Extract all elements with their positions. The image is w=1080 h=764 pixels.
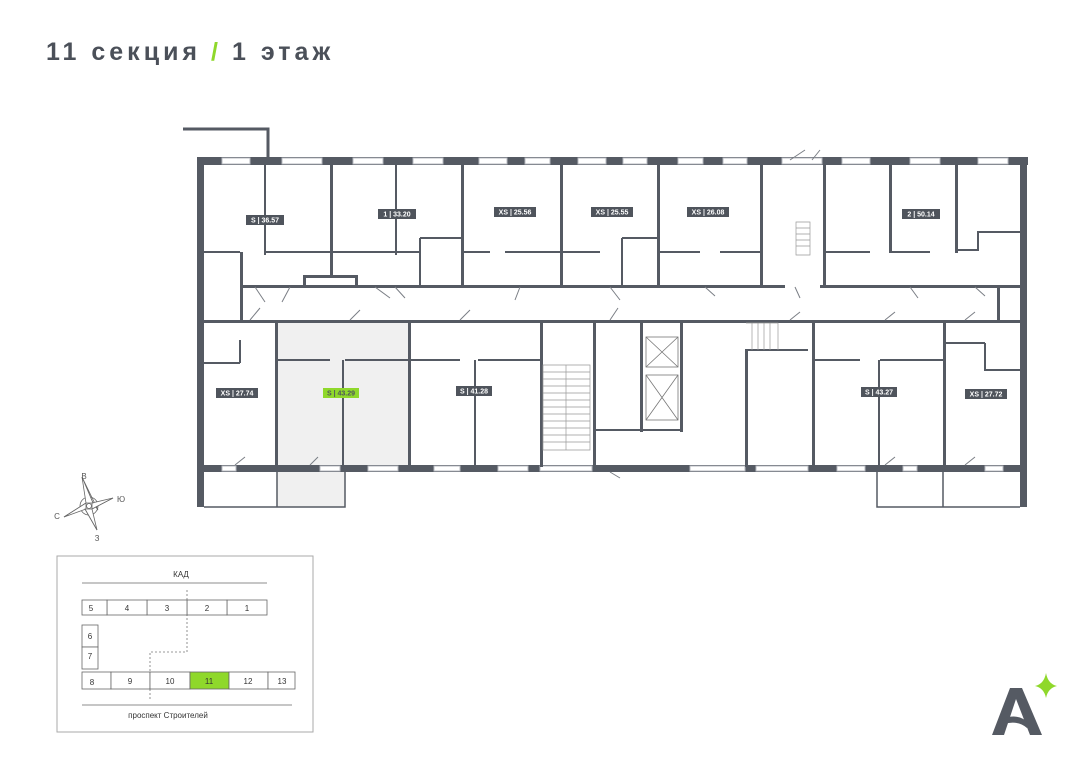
svg-text:Ю: Ю <box>117 495 125 504</box>
section-cell[interactable]: 4 <box>106 599 148 616</box>
svg-text:13: 13 <box>278 677 287 686</box>
section-cell[interactable]: 1 <box>226 599 268 616</box>
section-cell[interactable]: 8 <box>81 671 112 690</box>
title-separator: / <box>211 38 222 66</box>
svg-text:4: 4 <box>125 604 130 613</box>
svg-text:11: 11 <box>205 677 214 686</box>
svg-text:КАД: КАД <box>173 570 189 579</box>
svg-text:10: 10 <box>166 677 175 686</box>
section-cell[interactable]: 6 <box>81 624 99 648</box>
svg-text:S | 43.29: S | 43.29 <box>327 391 355 398</box>
apartment-label[interactable]: XS | 27.72 <box>965 389 1007 399</box>
apartment-label[interactable]: S | 36.57 <box>246 215 284 225</box>
svg-text:S | 41.28: S | 41.28 <box>460 389 488 396</box>
svg-text:2: 2 <box>205 604 210 613</box>
compass-icon: В Ю С З <box>54 472 125 543</box>
svg-text:8: 8 <box>90 678 95 687</box>
elevators <box>645 336 679 421</box>
svg-text:6: 6 <box>88 632 93 641</box>
apartment-label[interactable]: S | 41.28 <box>456 386 492 396</box>
section-title: 11 секция <box>46 38 202 66</box>
svg-text:XS | 27.72: XS | 27.72 <box>970 392 1003 399</box>
svg-text:XS | 25.55: XS | 25.55 <box>596 210 629 217</box>
apartment-label[interactable]: XS | 27.74 <box>216 388 258 398</box>
svg-text:2 | 50.14: 2 | 50.14 <box>907 212 934 219</box>
svg-text:В: В <box>81 472 86 481</box>
svg-text:З: З <box>95 534 100 543</box>
section-cell[interactable]: 12 <box>228 671 269 690</box>
stairs <box>542 221 811 451</box>
apartment-label[interactable]: S | 43.27 <box>861 387 897 397</box>
apartment-label[interactable]: 1 | 33.20 <box>378 209 416 219</box>
floor-title: 1 этаж <box>231 38 335 66</box>
svg-text:7: 7 <box>88 652 93 661</box>
brand-logo <box>992 673 1057 735</box>
svg-text:проспект Строителей: проспект Строителей <box>128 711 208 720</box>
apartment-label[interactable]: XS | 25.56 <box>494 207 536 217</box>
svg-text:5: 5 <box>89 604 94 613</box>
svg-text:9: 9 <box>128 677 133 686</box>
svg-text:S | 43.27: S | 43.27 <box>865 390 893 397</box>
apartment-label-selected[interactable]: S | 43.29 <box>323 388 359 398</box>
svg-text:S | 36.57: S | 36.57 <box>251 218 279 225</box>
site-map: КАД 1 2 3 4 5 6 7 8 9 10 11 12 13 проспе… <box>56 555 314 733</box>
svg-text:XS | 27.74: XS | 27.74 <box>221 391 254 398</box>
svg-text:1: 1 <box>245 604 250 613</box>
page-title: 11 секция / 1 этаж <box>46 38 334 67</box>
walls <box>183 127 1028 508</box>
section-cell-selected[interactable]: 11 <box>189 671 230 690</box>
svg-text:С: С <box>54 512 60 521</box>
svg-text:3: 3 <box>165 604 170 613</box>
section-cell[interactable]: 2 <box>186 599 228 616</box>
svg-text:XS | 25.56: XS | 25.56 <box>499 210 532 217</box>
selected-balcony-area <box>277 472 345 507</box>
section-cell[interactable]: 9 <box>110 671 151 690</box>
section-cell[interactable]: 10 <box>149 671 191 690</box>
section-cell[interactable]: 13 <box>267 671 296 690</box>
section-cell[interactable]: 7 <box>81 646 99 670</box>
svg-text:12: 12 <box>244 677 253 686</box>
svg-text:1 | 33.20: 1 | 33.20 <box>383 212 410 219</box>
apartment-label[interactable]: XS | 26.08 <box>687 207 729 217</box>
section-cell[interactable]: 3 <box>146 599 188 616</box>
apartment-label[interactable]: 2 | 50.14 <box>902 209 940 219</box>
apartment-label[interactable]: XS | 25.55 <box>591 207 633 217</box>
svg-text:XS | 26.08: XS | 26.08 <box>692 210 725 217</box>
doors <box>234 149 986 479</box>
section-cell[interactable]: 5 <box>81 599 108 616</box>
